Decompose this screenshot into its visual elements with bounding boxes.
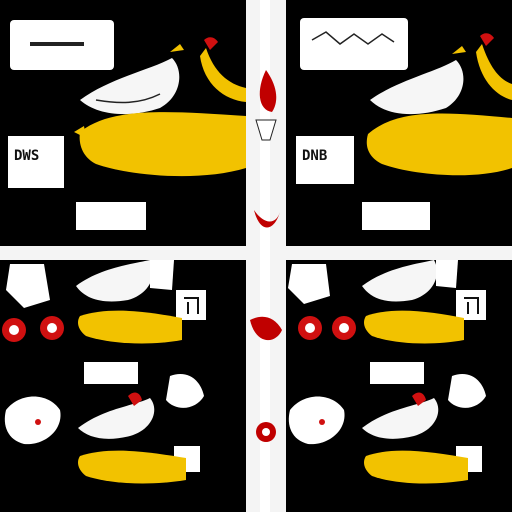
banana (364, 450, 468, 484)
bottom-bar (76, 202, 146, 230)
panel-top-right: DNB (286, 0, 512, 246)
sign-dnb (296, 136, 354, 184)
banana (364, 310, 464, 344)
white-bar (84, 362, 138, 384)
big-banana (79, 112, 246, 177)
small-banana (200, 48, 246, 102)
sign-dws-text: DWS (14, 148, 39, 164)
panel-top-left: DWS (0, 0, 246, 246)
banana (78, 450, 186, 484)
peeled-banana (362, 398, 439, 439)
peeled-banana (362, 260, 438, 302)
white-creature (4, 396, 61, 445)
peeled-banana (76, 260, 154, 302)
peeled-banana (78, 398, 155, 439)
big-banana (366, 113, 512, 176)
banana (78, 310, 182, 344)
horizontal-divider (0, 246, 512, 260)
peeled-banana (370, 60, 464, 115)
panel-bottom-right (286, 260, 512, 512)
sign-dnb-text: DNB (302, 148, 327, 164)
sign-dws (8, 136, 64, 188)
divider-decoration (250, 0, 282, 512)
panel-bottom-left (0, 260, 246, 512)
bottom-bar (362, 202, 430, 230)
white-bar (370, 362, 424, 384)
label-card (300, 18, 408, 70)
small-banana (476, 44, 512, 100)
peeled-banana (80, 58, 180, 115)
white-creature (288, 396, 345, 445)
